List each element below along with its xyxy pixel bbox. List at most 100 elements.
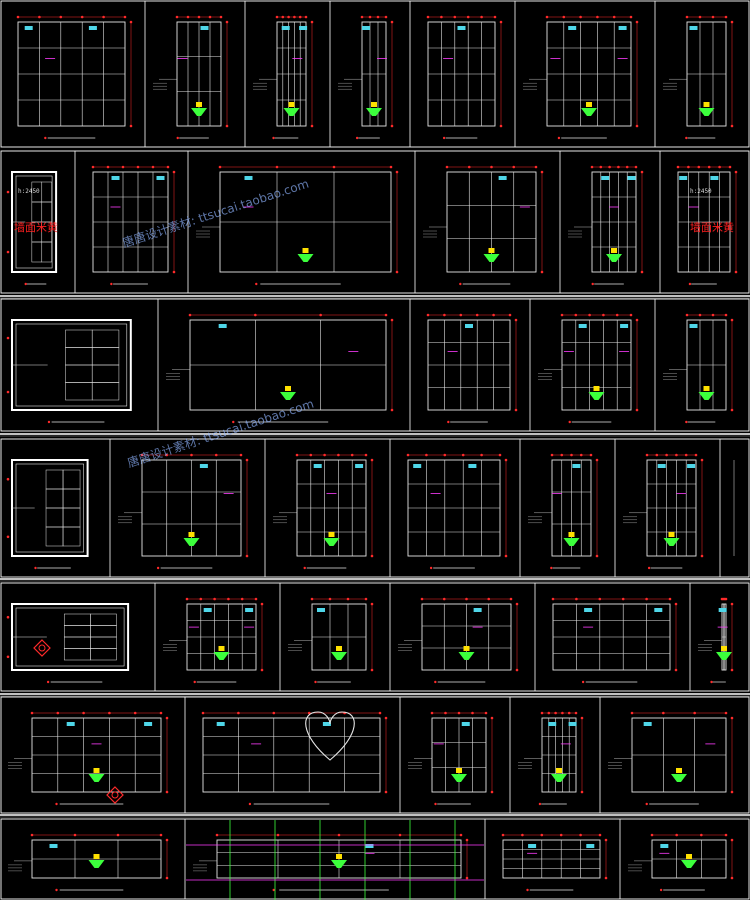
folded-clothes-icon bbox=[689, 324, 698, 328]
wardrobe-plan-cell bbox=[62, 507, 81, 528]
dimension-marker bbox=[6, 390, 10, 394]
panel-title-marker bbox=[447, 420, 450, 424]
lamp-icon bbox=[196, 102, 202, 107]
folded-clothes-icon bbox=[365, 844, 374, 848]
drawing-band bbox=[0, 696, 750, 814]
stool-icon bbox=[88, 860, 105, 868]
folded-clothes-icon bbox=[473, 608, 482, 612]
stool-icon bbox=[331, 860, 347, 868]
lamp-icon bbox=[218, 646, 225, 651]
wardrobe-plan-cell bbox=[41, 241, 52, 263]
lamp-icon bbox=[568, 532, 575, 537]
folded-clothes-icon bbox=[468, 464, 477, 468]
panel-title-marker bbox=[46, 680, 50, 684]
stool-icon bbox=[716, 652, 732, 660]
stool-icon bbox=[213, 652, 230, 660]
folded-clothes-icon bbox=[199, 464, 208, 468]
folded-clothes-icon bbox=[568, 26, 577, 30]
decorative-motif bbox=[111, 791, 119, 799]
panel-title-marker bbox=[55, 802, 58, 806]
folded-clothes-icon bbox=[413, 464, 422, 468]
panel-title-marker bbox=[688, 282, 692, 286]
folded-clothes-icon bbox=[66, 722, 75, 726]
lamp-icon bbox=[302, 248, 309, 253]
lamp-icon bbox=[586, 102, 592, 107]
folded-clothes-icon bbox=[49, 844, 58, 848]
panel-title-marker bbox=[459, 282, 462, 286]
lamp-icon bbox=[463, 646, 470, 651]
dimension-marker bbox=[6, 535, 10, 539]
panel-title-marker bbox=[710, 680, 713, 684]
panel-title-marker bbox=[355, 136, 359, 140]
stool-icon bbox=[183, 538, 200, 546]
dimension-marker bbox=[6, 655, 10, 659]
drawing-band bbox=[0, 818, 750, 900]
folded-clothes-icon bbox=[461, 722, 470, 726]
drawing-band bbox=[0, 0, 750, 148]
stool-icon bbox=[297, 254, 314, 262]
lamp-icon bbox=[328, 532, 335, 537]
folded-clothes-icon bbox=[572, 464, 581, 468]
folded-clothes-icon bbox=[200, 26, 209, 30]
folded-clothes-icon bbox=[643, 722, 652, 726]
folded-clothes-icon bbox=[144, 722, 153, 726]
wardrobe-plan-cell bbox=[63, 636, 91, 649]
floor-plan-label-left: 墙面米黄 bbox=[14, 221, 58, 234]
panel-title-marker bbox=[538, 802, 542, 806]
folded-clothes-icon bbox=[578, 324, 587, 328]
wardrobe-plan-cell bbox=[91, 364, 120, 383]
lamp-icon bbox=[488, 248, 495, 253]
panel-title-marker bbox=[55, 888, 58, 892]
folded-clothes-icon bbox=[203, 608, 212, 612]
lamp-icon bbox=[285, 386, 291, 391]
folded-clothes-icon bbox=[618, 26, 627, 30]
stool-icon bbox=[451, 774, 467, 782]
lamp-icon bbox=[288, 102, 295, 107]
wardrobe-plan-cell bbox=[63, 625, 91, 638]
folded-clothes-icon bbox=[548, 722, 557, 726]
level-label-left: h:2450 bbox=[18, 188, 40, 195]
wardrobe-plan-cell bbox=[63, 613, 91, 626]
panel-title-marker bbox=[44, 136, 47, 140]
stool-icon bbox=[551, 774, 567, 782]
wardrobe-plan-cell bbox=[31, 241, 43, 263]
folded-clothes-icon bbox=[313, 464, 322, 468]
wardrobe-plan-cell bbox=[62, 526, 81, 547]
panel-title-marker bbox=[581, 680, 585, 684]
wardrobe-plan-cell bbox=[65, 347, 93, 366]
panel-title-marker bbox=[442, 136, 446, 140]
wardrobe-plan-cell bbox=[91, 347, 120, 366]
wardrobe-plan-cell bbox=[90, 636, 117, 649]
folded-clothes-icon bbox=[111, 176, 120, 180]
level-label-right: h:2450 bbox=[690, 188, 712, 195]
folded-clothes-icon bbox=[457, 26, 466, 30]
drawing-band bbox=[0, 298, 750, 432]
lamp-icon bbox=[188, 532, 195, 537]
stool-icon bbox=[581, 108, 597, 116]
folded-clothes-icon bbox=[498, 176, 507, 180]
folded-clothes-icon bbox=[568, 722, 577, 726]
drawing-band bbox=[0, 438, 750, 578]
dimension-marker bbox=[6, 477, 10, 481]
lamp-icon bbox=[371, 102, 377, 107]
folded-clothes-icon bbox=[584, 608, 593, 612]
stool-icon bbox=[323, 538, 340, 546]
lamp-icon bbox=[686, 854, 692, 859]
stool-icon bbox=[483, 254, 500, 262]
panel-title-marker bbox=[303, 566, 306, 570]
panel-title-marker bbox=[176, 136, 179, 140]
decorative-motif bbox=[33, 639, 51, 657]
dimension-marker bbox=[6, 190, 10, 194]
wardrobe-plan-cell bbox=[45, 526, 64, 547]
stool-icon bbox=[606, 254, 622, 262]
folded-clothes-icon bbox=[218, 324, 227, 328]
panel-title-marker bbox=[434, 680, 437, 684]
panel-title-marker bbox=[232, 420, 235, 424]
floor-plan-label-right: 墙面米黄 bbox=[690, 221, 734, 234]
panel-title-marker bbox=[429, 566, 433, 570]
folded-clothes-icon bbox=[465, 324, 473, 328]
wardrobe-plan-cell bbox=[90, 648, 117, 661]
panel-title-marker bbox=[272, 888, 275, 892]
panel-title-marker bbox=[526, 888, 529, 892]
